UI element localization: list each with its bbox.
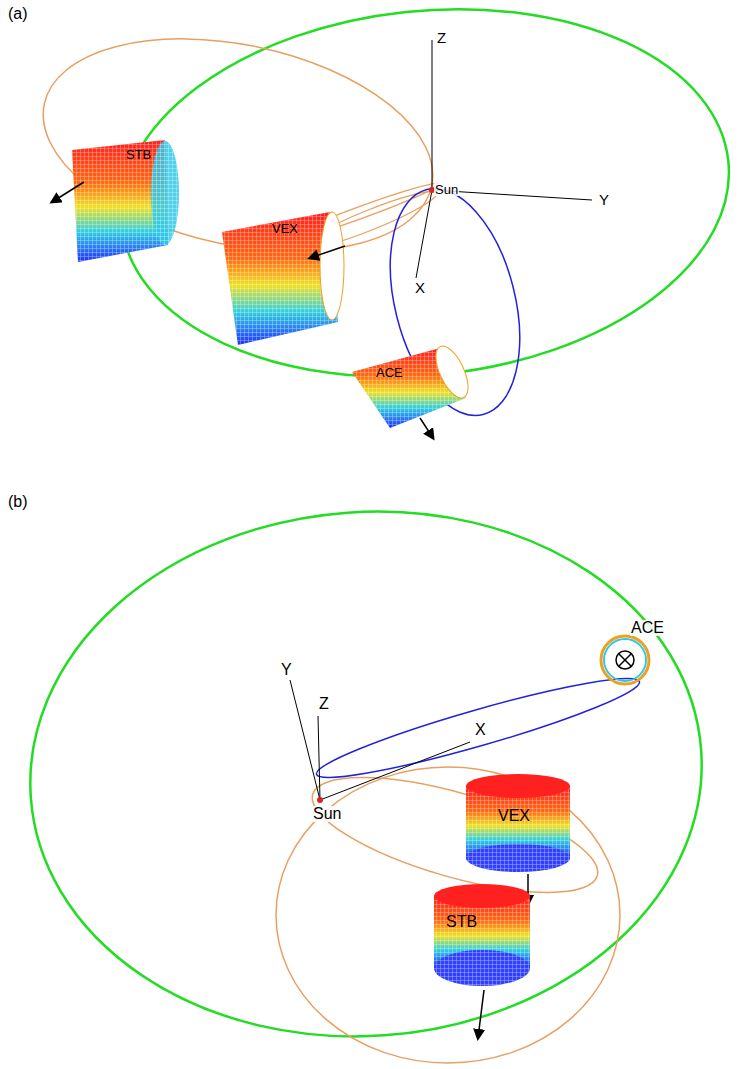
spacecraft-label: STB	[126, 148, 151, 161]
axis-label: X	[474, 722, 487, 738]
spacecraft-label: VEX	[272, 222, 298, 235]
panel-label: (b)	[8, 494, 28, 510]
spacecraft-label: VEX	[498, 808, 530, 824]
spacecraft-label: STB	[446, 914, 477, 930]
spacecraft-label: ACE	[376, 366, 403, 379]
spacecraft-label: ACE	[630, 620, 665, 636]
panel-label: (a)	[8, 6, 28, 22]
sun-label: Sun	[434, 183, 459, 196]
axis-label: Z	[436, 30, 447, 45]
sun-label: Sun	[312, 806, 342, 822]
axis-label: X	[414, 280, 426, 295]
axis-label: Y	[280, 662, 293, 678]
axis-label: Z	[318, 696, 330, 712]
axis-label: Y	[598, 192, 610, 207]
